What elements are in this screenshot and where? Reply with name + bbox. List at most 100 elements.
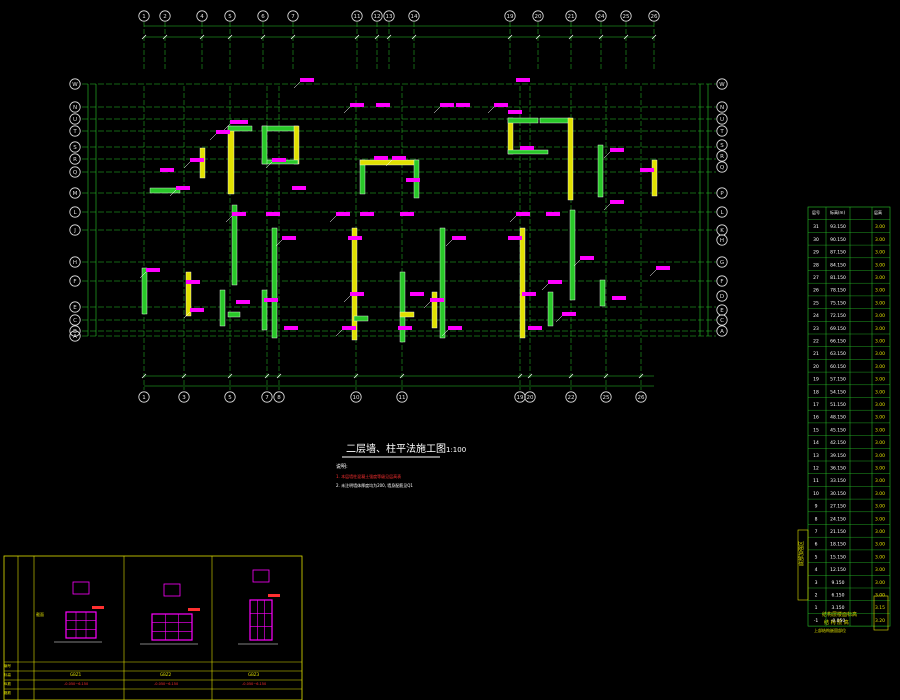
axis-bubble-left-B-label: B	[73, 329, 77, 335]
column-tag-46	[398, 326, 412, 330]
column-tag-35	[350, 292, 364, 296]
wall-segment-2	[227, 125, 253, 132]
axis-bubble-bottom-5-label: 5	[228, 395, 232, 401]
detail-row-label-5: 箍筋	[4, 690, 11, 695]
level-row-height: 3.00	[875, 491, 885, 497]
level-row-floor: 25	[813, 300, 819, 306]
level-row-height: 3.15	[875, 605, 885, 611]
table-side-label: 底部加强区	[798, 541, 805, 566]
column-tag-29	[452, 236, 466, 240]
level-row-elevation: 42.150	[830, 440, 846, 446]
column-tag-15	[176, 186, 190, 190]
axis-bubble-right-G-label: G	[720, 260, 724, 266]
level-row-height: 3.00	[875, 427, 885, 433]
axis-bubble-right-U	[716, 113, 728, 125]
level-row-elevation: 90.150	[830, 237, 846, 243]
level-row-floor: 16	[813, 415, 819, 421]
wall-segment-30	[261, 289, 268, 331]
column-tag-50	[400, 212, 414, 216]
column-tag-21	[232, 212, 246, 216]
axis-bubble-bottom-26	[635, 391, 647, 403]
column-tag-24	[360, 212, 374, 216]
column-tag-17	[392, 156, 406, 160]
level-row-elevation: 33.150	[830, 478, 846, 484]
table-header-elevation: 标高(m)	[830, 209, 845, 215]
wall-segment-32	[547, 291, 554, 327]
leader-line-1	[293, 81, 301, 89]
column-tag-31	[146, 268, 160, 272]
level-row-elevation: 63.150	[830, 351, 846, 357]
section-outline-1	[65, 611, 97, 639]
column-tag-37	[430, 298, 444, 302]
wall-segment-25	[399, 311, 415, 318]
level-row-floor: 3	[815, 580, 818, 586]
dim-tick-top-12	[535, 34, 541, 40]
axis-bubble-left-Q	[69, 166, 81, 178]
floor-level-table: 层号 标高(m) 层高 结构层楼面标高 结 构 层 高 上部结构嵌固部位 底部加…	[797, 206, 891, 633]
detail-col-title-1: GBZ1	[70, 672, 82, 677]
level-row-height: 3.20	[875, 618, 885, 624]
level-row-floor: 8	[815, 516, 818, 522]
section-key-plan-2	[163, 583, 181, 597]
dim-tick-bottom-11	[603, 373, 609, 379]
axis-bubble-top-1-label: 1	[142, 14, 146, 20]
column-tag-42	[236, 300, 250, 304]
axis-bubble-left-C-label: C	[73, 318, 77, 324]
column-tag-41	[656, 266, 670, 270]
column-tag-26	[546, 212, 560, 216]
column-tag-6	[456, 103, 470, 107]
leader-line-7	[487, 106, 495, 114]
axis-bubble-right-S-label: S	[720, 143, 724, 149]
column-tag-4	[376, 103, 390, 107]
level-row-elevation: 84.150	[830, 262, 846, 268]
wall-segment-15	[149, 187, 181, 194]
level-row-height: 3.00	[875, 275, 885, 281]
dim-tick-top-3	[199, 34, 205, 40]
axis-bubble-bottom-10-label: 10	[353, 395, 360, 401]
axis-bubble-left-W-label: W	[72, 82, 78, 88]
leader-line-31	[139, 271, 147, 279]
level-row-floor: 13	[813, 453, 819, 459]
axis-bubble-top-7-label: 7	[291, 14, 295, 20]
wall-segment-20	[399, 271, 406, 343]
axis-bubble-top-21	[565, 10, 577, 22]
dim-tick-top-1	[141, 34, 147, 40]
detail-elev-2: -0.050~6.150	[154, 682, 178, 686]
column-tag-40	[612, 296, 626, 300]
level-row-height: 3.00	[875, 554, 885, 560]
axis-bubble-bottom-7	[261, 391, 273, 403]
axis-bubble-bottom-19	[514, 391, 526, 403]
level-row-floor: 21	[813, 351, 819, 357]
wall-segment-6	[261, 125, 268, 165]
level-row-floor: 12	[813, 466, 819, 472]
level-row-elevation: 18.150	[830, 542, 846, 548]
wall-segment-1	[227, 127, 235, 195]
column-tag-12	[520, 146, 534, 150]
level-row-height: 3.00	[875, 364, 885, 370]
column-tag-23	[336, 212, 350, 216]
axis-bubble-bottom-20	[524, 391, 536, 403]
axis-bubble-bottom-25	[600, 391, 612, 403]
leader-line-3	[343, 106, 351, 114]
level-row-height: 3.00	[875, 288, 885, 294]
axis-bubble-right-P	[716, 187, 728, 199]
column-tag-36	[410, 292, 424, 296]
table-sub-caption: 结 构 层 高	[824, 619, 849, 626]
dim-tick-bottom-10	[568, 373, 574, 379]
level-row-floor: 29	[813, 250, 819, 256]
leader-line-23	[329, 215, 337, 223]
axis-bubble-left-A	[69, 330, 81, 342]
dim-tick-top-2	[162, 34, 168, 40]
detail-row-label-3: 标高	[4, 672, 11, 677]
drawing-title: 二层墙、柱平法施工图	[346, 442, 446, 455]
wall-segment-16	[199, 147, 206, 179]
axis-bubble-left-E-label: E	[73, 305, 77, 311]
note-line-2: 2. 未注明墙体厚度均为200, 墙身配筋见Q1	[336, 482, 413, 488]
level-row-floor: 6	[815, 542, 818, 548]
column-tag-18	[406, 178, 420, 182]
axis-bubble-top-19-label: 19	[507, 14, 514, 20]
column-tag-22	[266, 212, 280, 216]
level-row-height: 3.00	[875, 237, 885, 243]
